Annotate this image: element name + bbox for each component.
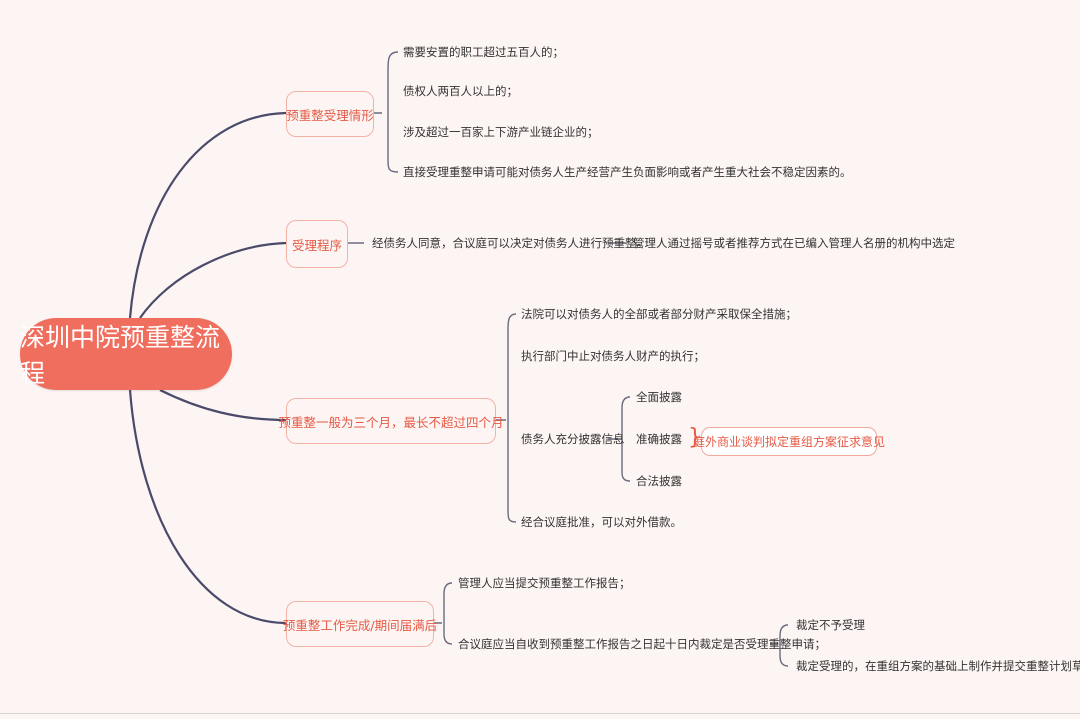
branch-node-duration[interactable]: 预重整一般为三个月，最长不超过四个月 [279, 398, 504, 444]
branch-node-acceptance-conditions[interactable]: 预重整受理情形 [286, 91, 374, 137]
disclosure-bracket-glyph: } [688, 425, 702, 450]
leaf-branch-1-item-1: 需要安置的职工超过五百人的； [403, 45, 564, 59]
leaf-branch-3-item-4: 经合议庭批准，可以对外借款。 [521, 515, 682, 529]
leaf-branch-1-item-4: 直接受理重整申请可能对债务人生产经营产生负面影响或者产生重大社会不稳定因素的。 [403, 165, 852, 179]
leaf-branch-3-item-3: 债务人充分披露信息 [521, 432, 625, 446]
connector-root-branch-2 [139, 241, 287, 319]
bracket-outcomes [770, 624, 789, 667]
branch-node-completion[interactable]: 预重整工作完成/期间届满后 [283, 601, 437, 647]
bracket-disclosure [608, 396, 631, 482]
leaf-branch-2-item-1: 经债务人同意，合议庭可以决定对债务人进行预重整。 [372, 236, 648, 250]
leaf-outcome-accept: 裁定受理的，在重组方案的基础上制作并提交重整计划草案 [796, 659, 1080, 673]
connector-root-branch-1 [128, 111, 287, 319]
connector-root-branch-3 [159, 389, 287, 422]
leaf-disclosure-accurate: 准确披露 [636, 432, 682, 446]
leaf-branch-4-item-1: 管理人应当提交预重整工作报告； [458, 576, 631, 590]
leaf-outcome-reject: 裁定不予受理 [796, 618, 865, 632]
bracket-branch-4 [432, 582, 453, 645]
leaf-disclosure-legal: 合法披露 [636, 474, 682, 488]
bottom-divider [0, 713, 1080, 714]
leaf-disclosure-full: 全面披露 [636, 390, 682, 404]
leaf-branch-1-item-3: 涉及超过一百家上下游产业链企业的； [403, 125, 599, 139]
root-node[interactable]: 深圳中院预重整流程 [20, 318, 232, 390]
leaf-branch-2-item-2: 管理人通过摇号或者推荐方式在已编入管理人名册的机构中选定 [633, 236, 955, 250]
leaf-branch-4-item-2: 合议庭应当自收到预重整工作报告之日起十日内裁定是否受理重整申请； [458, 637, 826, 651]
bracket-branch-1 [373, 51, 399, 173]
leaf-branch-1-item-2: 债权人两百人以上的； [403, 84, 518, 98]
connector-root-branch-4 [128, 389, 287, 625]
leaf-branch-3-item-1: 法院可以对债务人的全部或者部分财产采取保全措施； [521, 307, 797, 321]
branch-node-procedure[interactable]: 受理程序 [286, 220, 348, 268]
leaf-branch-3-item-2: 执行部门中止对债务人财产的执行； [521, 349, 705, 363]
note-out-of-court-negotiation[interactable]: 庭外商业谈判拟定重组方案征求意见 [693, 427, 885, 456]
bracket-branch-3 [495, 313, 517, 523]
